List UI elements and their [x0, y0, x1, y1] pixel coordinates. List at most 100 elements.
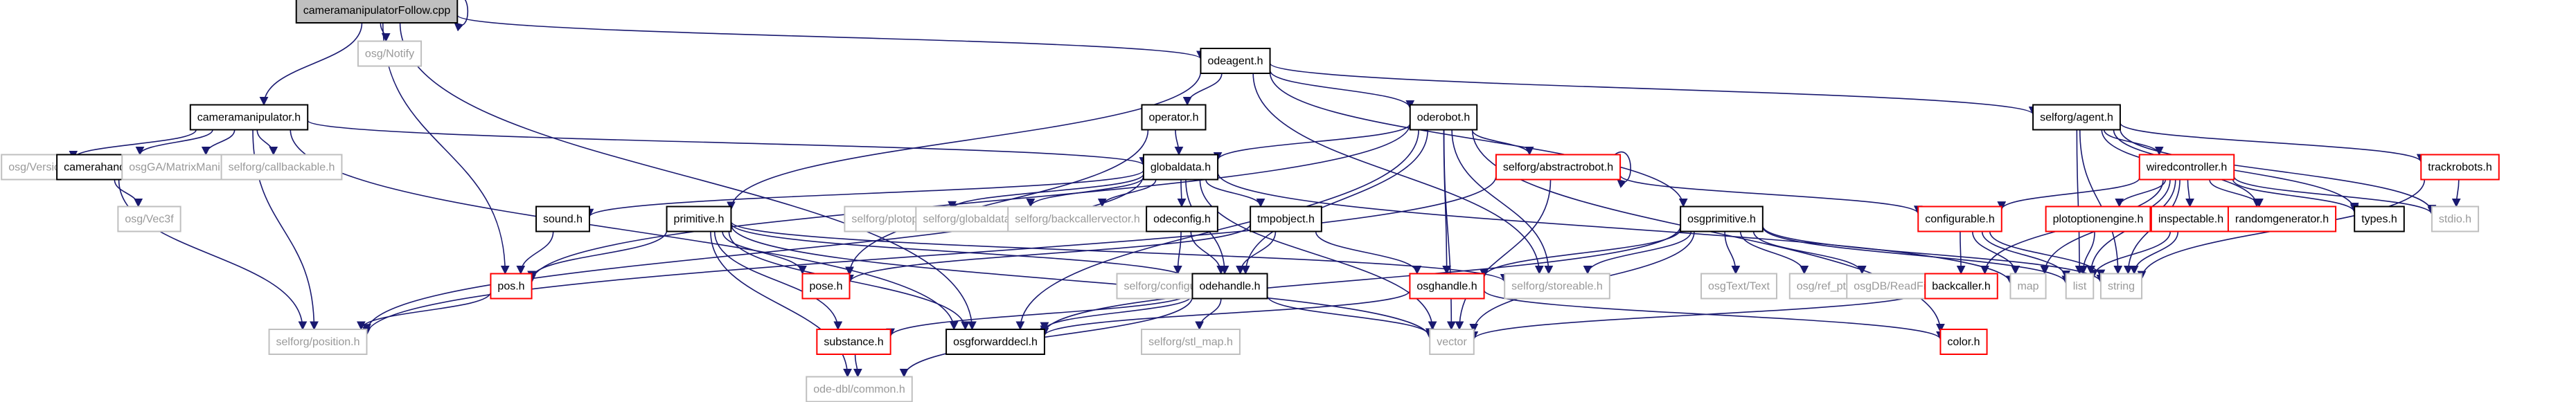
node-osgforwarddecl[interactable]: osgforwarddecl.h	[945, 329, 1045, 355]
node-configurable[interactable]: configurable.h	[1917, 205, 2002, 232]
node-box	[2420, 154, 2500, 181]
node-box	[220, 154, 343, 181]
node-substance[interactable]: substance.h	[816, 329, 891, 355]
node-label: randomgenerator.h	[2235, 214, 2329, 226]
node-box	[1141, 104, 1207, 131]
node-string: string	[2099, 273, 2143, 300]
node-box	[490, 273, 533, 300]
edge-tmpobject-to-osghandle	[1315, 231, 1422, 275]
node-odeconfig[interactable]: odeconfig.h	[1146, 205, 1218, 232]
node-plotoptionengine[interactable]: plotoptionengine.h	[2045, 205, 2151, 232]
node-sound[interactable]: sound.h	[535, 205, 590, 232]
edge-cammanip-to-globaldata	[307, 120, 1148, 166]
edge-globaldata-to-map	[1217, 172, 2015, 285]
node-refptr: osg/ref_ptr	[1788, 273, 1858, 300]
node-color[interactable]: color.h	[1939, 329, 1988, 355]
node-agent[interactable]: selforg/agent.h	[2032, 104, 2121, 131]
node-label: odeagent.h	[1207, 55, 1263, 67]
node-box	[2099, 273, 2143, 300]
edge-pos-to-position	[357, 291, 492, 331]
edge-root-to-odeagent	[456, 15, 1205, 60]
node-wiredcontroller[interactable]: wiredcontroller.h	[2138, 154, 2235, 181]
node-backcaller[interactable]: backcaller.h	[1924, 273, 1998, 300]
node-label: inspectable.h	[2158, 214, 2223, 226]
node-box	[806, 376, 913, 402]
node-types[interactable]: types.h	[2354, 205, 2405, 232]
node-label: color.h	[1947, 336, 1980, 348]
edge-globaldata-to-plotoption	[948, 174, 1144, 210]
node-label: osgprimitive.h	[1687, 214, 1756, 226]
node-label: pose.h	[809, 281, 842, 293]
node-label: osghandle.h	[1416, 281, 1477, 293]
edge-odehandle-to-odecommon	[899, 296, 1193, 378]
node-osgprimitive[interactable]: osgprimitive.h	[1680, 205, 1764, 232]
edge-odehandle-to-substance	[886, 291, 1193, 338]
node-abstractrobot[interactable]: selforg/abstractrobot.h	[1495, 154, 1622, 181]
node-box	[801, 273, 851, 300]
node-box	[2009, 273, 2047, 300]
node-cammanip[interactable]: cameramanipulator.h	[189, 104, 309, 131]
edge-camhandle-to-vec3f	[114, 179, 143, 208]
edge-primitive-to-vector	[730, 224, 1434, 340]
edge-odeconfig-to-configurable-sf	[1173, 231, 1182, 275]
node-storeable: selforg/storeable.h	[1504, 273, 1610, 300]
edge-inspectable-to-string	[2129, 231, 2179, 275]
edge-agent-to-stdio	[2120, 129, 2437, 214]
node-operator[interactable]: operator.h	[1141, 104, 1207, 131]
node-label: odeconfig.h	[1153, 214, 1211, 226]
node-box	[1939, 329, 1988, 355]
node-label: selforg/abstractrobot.h	[1503, 162, 1613, 174]
edge-cammanip-to-camhandle	[135, 129, 213, 156]
edge-wiredcontroller-to-plotoptionengine	[2115, 179, 2167, 208]
node-label: substance.h	[824, 336, 883, 348]
node-box	[2227, 205, 2337, 232]
edge-globaldata-to-tmpobject	[1205, 179, 1265, 208]
node-label: trackrobots.h	[2428, 162, 2491, 174]
node-label: osg/Version	[8, 162, 66, 174]
node-label: selforg/agent.h	[2040, 112, 2113, 124]
edge-operator-to-pose	[845, 129, 1149, 276]
edge-osghandle-to-color	[1483, 289, 1945, 340]
node-pose[interactable]: pose.h	[801, 273, 851, 300]
edge-osgprimitive-to-storeable	[1583, 231, 1692, 275]
node-primitive[interactable]: primitive.h	[666, 205, 732, 232]
node-odeagent[interactable]: odeagent.h	[1200, 48, 1271, 74]
edge-configurable-to-list	[1981, 231, 2071, 280]
edge-odeconfig-to-odehandle	[1190, 231, 1226, 275]
node-randomgenerator[interactable]: randomgenerator.h	[2227, 205, 2337, 232]
node-trackrobots[interactable]: trackrobots.h	[2420, 154, 2500, 181]
node-label: string	[2108, 281, 2135, 293]
edge-globaldata-to-sound	[585, 170, 1144, 218]
node-label: stdio.h	[2439, 214, 2471, 226]
edge-primitive-to-odehandle	[730, 223, 1197, 282]
edge-osgprimitive-to-osghandle	[1480, 228, 1681, 278]
edge-osgprimitive-to-readfile	[1752, 231, 1867, 275]
edge-odeagent-to-oderobot	[1269, 70, 1415, 109]
edge-globaldata-to-backcallervector	[1097, 179, 1157, 208]
node-box	[1504, 273, 1610, 300]
edge-oderobot-to-pos	[527, 123, 1411, 284]
node-inspectable[interactable]: inspectable.h	[2150, 205, 2232, 232]
node-label: osgforwarddecl.h	[953, 336, 1038, 348]
node-osghandle[interactable]: osghandle.h	[1409, 273, 1485, 300]
node-globaldata[interactable]: globaldata.h	[1142, 154, 1219, 181]
edge-osgprimitive-to-refptr	[1739, 231, 1809, 275]
edge-root-to-cammanip	[259, 22, 363, 106]
node-label: list	[2073, 281, 2087, 293]
edge-primitive-to-substance	[713, 231, 843, 331]
edge-wiredcontroller-to-types	[2232, 179, 2359, 214]
node-pos[interactable]: pos.h	[490, 273, 533, 300]
node-root[interactable]: cameramanipulatorFollow.cpp	[295, 0, 459, 24]
node-label: selforg/backcallervector.h	[1015, 214, 1140, 226]
edge-root-to-root	[454, 0, 469, 32]
node-label: selforg/callbackable.h	[229, 162, 335, 174]
node-odehandle[interactable]: odehandle.h	[1191, 273, 1268, 300]
node-oderobot[interactable]: oderobot.h	[1409, 104, 1478, 131]
node-label: globaldata.h	[1151, 162, 1211, 174]
node-label: osg/Notify	[365, 48, 414, 60]
node-map: map	[2009, 273, 2047, 300]
node-tmpobject[interactable]: tmpobject.h	[1250, 205, 1322, 232]
node-box	[2431, 205, 2480, 232]
node-box	[357, 40, 423, 67]
